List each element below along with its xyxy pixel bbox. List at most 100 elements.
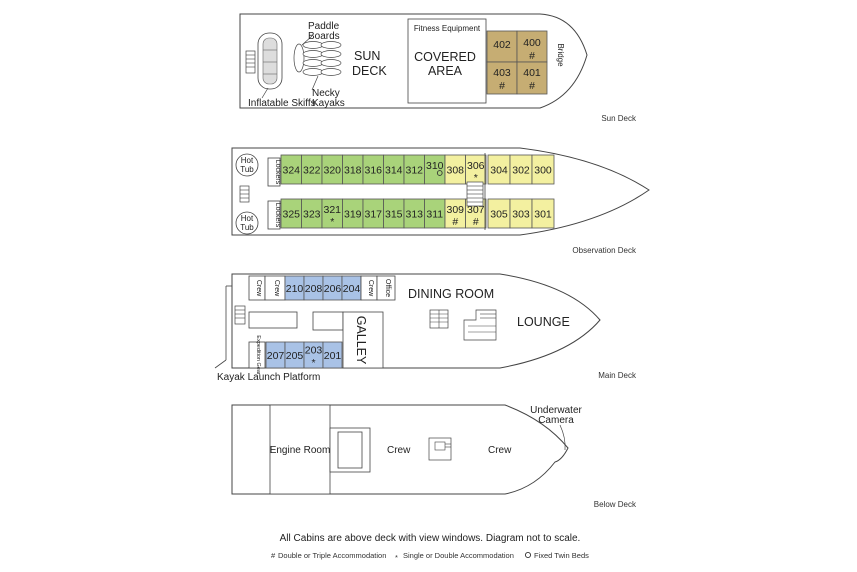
hot-tub-label: Hot	[241, 156, 254, 165]
galley	[342, 311, 384, 369]
crew-label: Crew	[367, 280, 374, 297]
cabin-300[interactable]: 300	[531, 154, 555, 185]
cabin-205[interactable]: 205	[284, 341, 305, 369]
bridge-label: Bridge	[556, 43, 565, 67]
cabin-207[interactable]: 207	[265, 341, 286, 369]
hot-tub-label: Tub	[240, 165, 254, 174]
cabin-number: 307	[467, 204, 485, 216]
cabin-319[interactable]: 319	[342, 198, 364, 229]
stairs-icon	[429, 309, 449, 329]
cabin-303[interactable]: 303	[509, 198, 533, 229]
cabin-311[interactable]: 311	[424, 198, 446, 229]
cabin-201[interactable]: 201	[322, 341, 343, 369]
below-deck-label: Below Deck	[594, 500, 637, 509]
cabin-number: 321	[323, 204, 341, 216]
cabin-203[interactable]: 203*	[303, 341, 324, 369]
cabin-325[interactable]: 325	[280, 198, 302, 229]
cabin-number: 305	[490, 209, 508, 221]
cabin-box	[531, 154, 555, 185]
cabin-number: 301	[534, 209, 552, 221]
cabin-305[interactable]: 305	[487, 198, 511, 229]
cabin-316[interactable]: 316	[362, 154, 384, 185]
necky-kayaks-label-2: Kayaks	[312, 98, 345, 109]
cabin-208[interactable]: 208	[303, 275, 324, 301]
cabin-310[interactable]: 310	[424, 154, 446, 185]
lockers-label: Lockers	[274, 160, 281, 185]
paddle-boards-label-1: Paddle	[308, 21, 340, 32]
cabin-315[interactable]: 315	[383, 198, 405, 229]
cabin-324[interactable]: 324	[280, 154, 302, 185]
cabin-number: 208	[305, 283, 323, 295]
cabin-mark: *	[330, 216, 334, 228]
crew-label-2: Crew	[488, 445, 512, 456]
cabin-301[interactable]: 301	[531, 198, 555, 229]
cabin-number: 313	[405, 209, 423, 221]
stairs-icon	[466, 181, 484, 207]
cabin-314[interactable]: 314	[383, 154, 405, 185]
cabin-number: 324	[282, 165, 300, 177]
legend: # Double or Triple Accommodation * Singl…	[271, 551, 589, 562]
expedition-gear	[248, 341, 266, 369]
cabin-number: 309	[446, 204, 464, 216]
stores-inner	[337, 431, 363, 469]
corridor-block	[248, 311, 298, 329]
cabin-number: 322	[303, 165, 321, 177]
cabin-304[interactable]: 304	[487, 154, 511, 185]
suite-401[interactable]: 401 #	[516, 61, 548, 95]
cabin-306[interactable]: 306*	[465, 154, 487, 185]
cabin-number: 311	[426, 209, 443, 221]
cabin-number: 201	[324, 350, 342, 362]
sun-deck-title-1: SUN	[354, 49, 380, 63]
cabin-312[interactable]: 312	[403, 154, 425, 185]
cabin-308[interactable]: 308	[444, 154, 466, 185]
footer-note: All Cabins are above deck with view wind…	[280, 533, 581, 544]
crew-label: Crew	[273, 280, 280, 297]
paddle-boards-icon	[293, 43, 305, 73]
lockers-bottom	[267, 200, 281, 230]
underwater-camera-label-1: Underwater	[530, 405, 582, 416]
cabin-206[interactable]: 206	[322, 275, 343, 301]
cabin-317[interactable]: 317	[362, 198, 384, 229]
cabin-number: 318	[344, 165, 362, 177]
cabin-204[interactable]: 204	[341, 275, 362, 301]
sun-deck: Paddle Boards Necky Kayaks Inflatable Sk…	[239, 13, 637, 123]
legend-twin-text: Fixed Twin Beds	[534, 551, 589, 560]
sun-deck-label: Sun Deck	[601, 114, 637, 123]
cabin-313[interactable]: 313	[403, 198, 425, 229]
cabin-number: 308	[446, 165, 464, 177]
cabin-321[interactable]: 321*	[321, 198, 343, 229]
cabin-322[interactable]: 322	[301, 154, 323, 185]
covered-area-label-1: COVERED	[414, 50, 476, 64]
suite-400[interactable]: 400 #	[516, 30, 548, 63]
cabin-number: 402	[493, 39, 511, 51]
cabin-number: 304	[490, 165, 508, 177]
cabin-mark: #	[499, 80, 505, 92]
cabin-number: 300	[534, 165, 552, 177]
lockers-top	[267, 157, 281, 187]
engine-room-label: Engine Room	[270, 445, 331, 456]
cabin-number: 325	[282, 209, 300, 221]
sun-deck-title-2: DECK	[352, 64, 387, 78]
cabin-320[interactable]: 320	[321, 154, 343, 185]
cabin-mark: *	[311, 357, 315, 369]
cabin-mark: #	[529, 50, 535, 62]
crew-label-1: Crew	[387, 445, 411, 456]
cabin-302[interactable]: 302	[509, 154, 533, 185]
underwater-camera-label-2: Camera	[538, 415, 574, 426]
cabin-number: 303	[512, 209, 530, 221]
cabin-309[interactable]: 309#	[444, 198, 466, 229]
cabin-318[interactable]: 318	[342, 154, 364, 185]
suite-402[interactable]: 402	[486, 30, 518, 63]
fitness-equipment-label: Fitness Equipment	[414, 24, 481, 33]
galley-label: GALLEY	[354, 316, 368, 365]
kayaks-icon	[302, 41, 342, 76]
cabin-box	[531, 198, 555, 229]
inflatable-skiff-icon	[257, 32, 283, 90]
suite-403[interactable]: 403 #	[486, 61, 518, 95]
cabin-323[interactable]: 323	[301, 198, 323, 229]
cabin-210[interactable]: 210	[284, 275, 305, 301]
stairs-icon	[234, 305, 246, 325]
